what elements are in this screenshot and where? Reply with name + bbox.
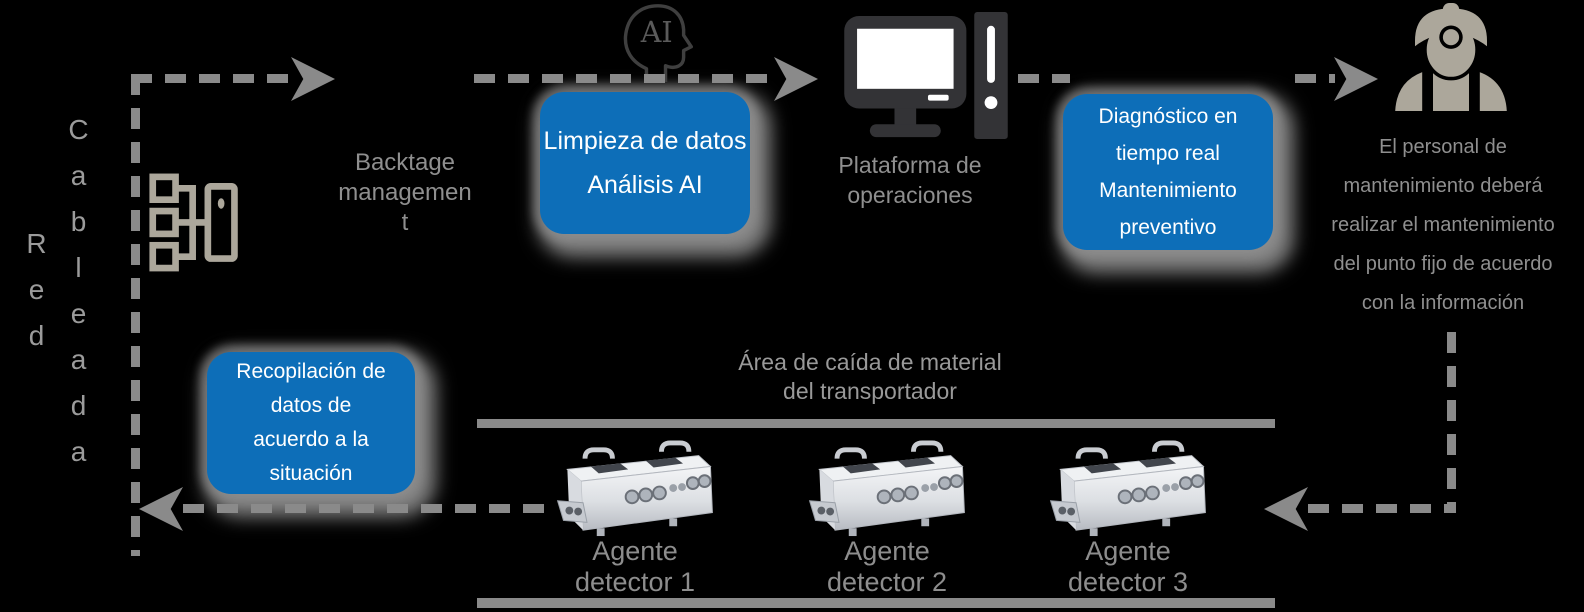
box-diagnostico-line3: Mantenimiento: [1099, 179, 1237, 202]
top-dashed-line-3: [1018, 74, 1070, 83]
worker-note-line5: con la información: [1361, 292, 1525, 314]
backstage-line2: managemen: [338, 179, 472, 206]
box-recopilacion: Recopilación de datos de acuerdo a la si…: [207, 352, 415, 494]
plataforma-label: Plataforma de operaciones: [805, 150, 1015, 210]
backstage-line3: t: [401, 209, 409, 236]
ai-head-icon: AI: [618, 2, 694, 82]
area-label-line2: del transportador: [783, 378, 957, 404]
worker-note-line4: del punto fijo de acuerdo: [1333, 253, 1553, 275]
detector-3-label: Agente detector 3: [1038, 536, 1218, 598]
top-dashed-line-4: [1295, 74, 1335, 83]
arrowhead-right-3-icon: [1334, 57, 1378, 101]
arrowhead-right-2-icon: [774, 57, 818, 101]
right-vertical-dashed-line: [1447, 332, 1456, 508]
detector-device-1: [552, 440, 717, 538]
ai-head-text: AI: [640, 15, 673, 49]
box-diagnostico-line4: preventivo: [1119, 216, 1217, 239]
left-vertical-dashed-line: [131, 74, 140, 556]
bottom-left-dashed-line: [183, 504, 555, 513]
detector-device-3: [1045, 440, 1210, 538]
detector-3-line1: Agente: [1085, 536, 1171, 566]
box-recopilacion-line2: datos de: [270, 394, 352, 417]
box-limpieza-line1: Limpieza de datos: [543, 127, 747, 155]
arrowhead-left-left-icon: [139, 487, 183, 531]
desktop-computer-icon: [842, 12, 1010, 142]
box-limpieza-line2: Análisis AI: [587, 171, 703, 199]
bottom-right-dashed-line: [1308, 504, 1456, 513]
backstage-label: Backtage managemen t: [310, 148, 500, 238]
conveyor-top-bar: [477, 419, 1275, 428]
area-label-line1: Área de caída de material: [738, 349, 1002, 375]
detector-2-line1: Agente: [844, 536, 930, 566]
backstage-line1: Backtage: [354, 149, 456, 176]
conveyor-bottom-bar: [477, 598, 1275, 608]
detector-2-line2: detector 2: [826, 567, 948, 597]
network-switch-icon: [148, 172, 243, 272]
detector-2-label: Agente detector 2: [797, 536, 977, 598]
detector-device-2: [804, 440, 969, 538]
worker-note-line2: mantenimiento deberá: [1343, 175, 1543, 197]
box-recopilacion-line4: situación: [269, 462, 353, 485]
rail-label-cableada: Cableada: [63, 114, 94, 482]
box-diagnostico: Diagnóstico en tiempo real Mantenimiento…: [1063, 94, 1273, 250]
maintenance-worker-icon: [1388, 0, 1514, 114]
box-diagnostico-line2: tiempo real: [1116, 142, 1220, 165]
rail-label-red: Red: [21, 228, 52, 366]
worker-note-line1: El personal de: [1379, 136, 1507, 158]
plataforma-line2: operaciones: [847, 182, 973, 208]
worker-note: El personal de mantenimiento deberá real…: [1298, 128, 1584, 323]
detector-3-line2: detector 3: [1067, 567, 1189, 597]
worker-note-line3: realizar el mantenimiento: [1331, 214, 1555, 236]
top-dashed-line-2: [474, 74, 776, 83]
plataforma-line1: Plataforma de: [838, 152, 982, 178]
detector-1-line2: detector 1: [574, 567, 696, 597]
area-label: Área de caída de material del transporta…: [660, 348, 1080, 406]
top-dashed-line-1: [131, 74, 293, 83]
box-recopilacion-line1: Recopilación de: [236, 360, 386, 383]
box-diagnostico-line1: Diagnóstico en: [1098, 105, 1238, 128]
arrowhead-left-right-icon: [1264, 487, 1308, 531]
arrowhead-right-1-icon: [291, 57, 335, 101]
box-limpieza: Limpieza de datos Análisis AI: [540, 92, 750, 234]
detector-1-line1: Agente: [592, 536, 678, 566]
detector-1-label: Agente detector 1: [545, 536, 725, 598]
box-recopilacion-line3: acuerdo a la: [253, 428, 369, 451]
